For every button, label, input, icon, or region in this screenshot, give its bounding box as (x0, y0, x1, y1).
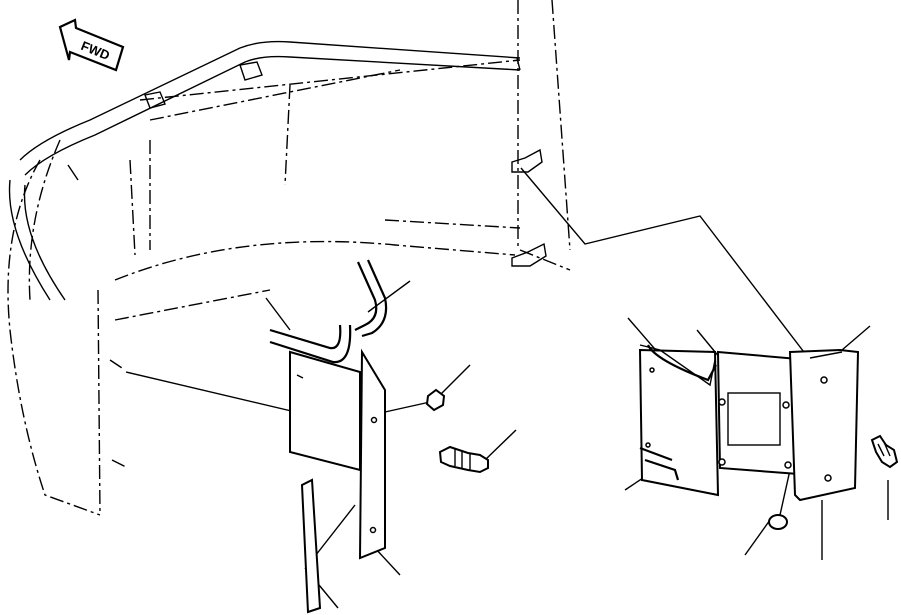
vertical-strip (300, 478, 322, 614)
roof-rail (8, 40, 521, 301)
right-bolt-icon (870, 434, 899, 469)
pillar-lower-bracket (511, 242, 547, 267)
left-side-plate (358, 348, 386, 560)
grommet-icon (768, 514, 788, 530)
right-rear-plate (638, 344, 720, 497)
left-bolt-icon (438, 445, 489, 474)
right-angle-plate (788, 348, 860, 502)
cab-frame-outline (7, 0, 571, 516)
fwd-arrow-icon: FWD (58, 18, 125, 72)
bent-rod-upper (354, 259, 388, 338)
left-mounting-plate (289, 350, 361, 472)
pillar-upper-bracket (511, 148, 543, 173)
left-nut-icon (425, 388, 446, 412)
fwd-arrow-label: FWD (79, 38, 112, 63)
bent-rod-lower (269, 324, 352, 364)
